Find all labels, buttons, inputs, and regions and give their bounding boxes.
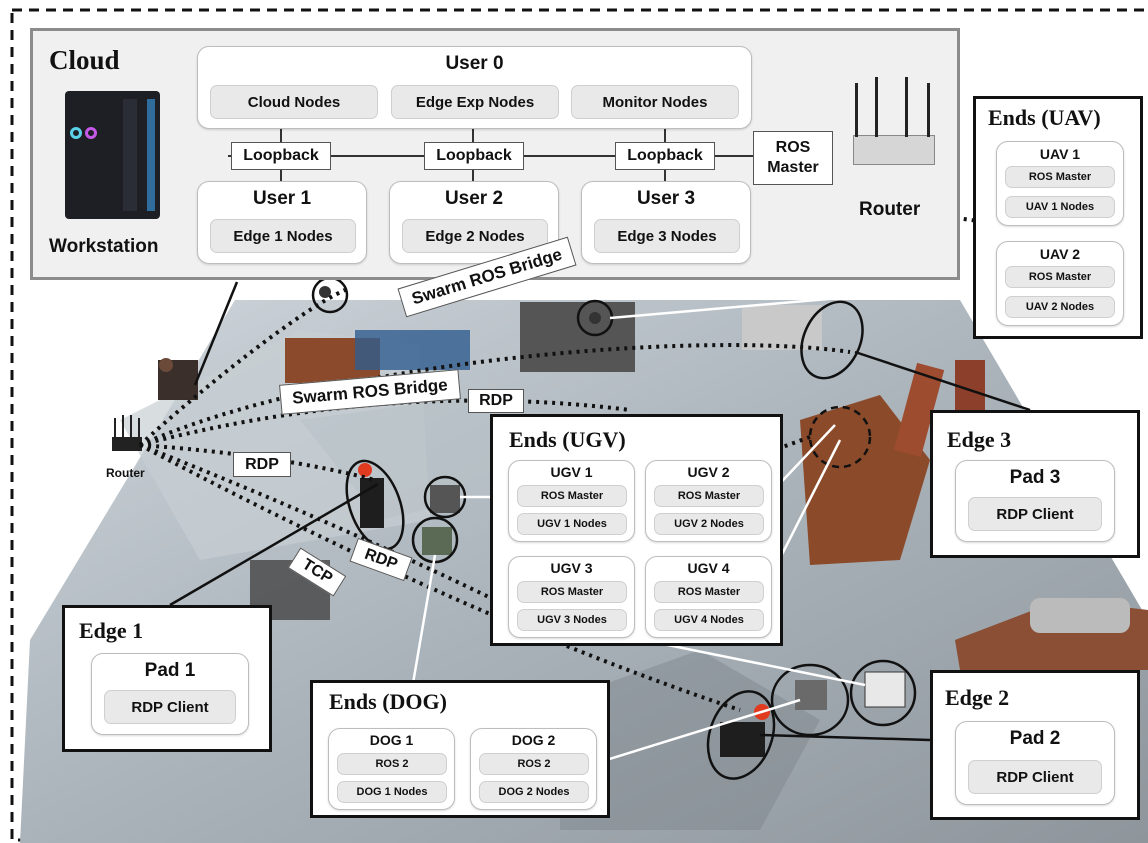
ugv-ends-panel: Ends (UGV) UGV 1 ROS Master UGV 1 Nodes … — [490, 414, 783, 646]
uav2-card: UAV 2 ROS Master UAV 2 Nodes — [996, 241, 1124, 326]
ugv4-nodes: UGV 4 Nodes — [654, 609, 764, 631]
pad3-rdp-client: RDP Client — [968, 497, 1102, 531]
pad1-title: Pad 1 — [92, 660, 248, 682]
edge3-title: Edge 3 — [947, 427, 1011, 453]
loopback-tag-3: Loopback — [615, 142, 715, 170]
edge3-nodes-pill: Edge 3 Nodes — [594, 219, 740, 253]
uav-ends-panel: Ends (UAV) UAV 1 ROS Master UAV 1 Nodes … — [973, 96, 1143, 339]
rdp-label-1: RDP — [468, 389, 524, 413]
ugv1-nodes: UGV 1 Nodes — [517, 513, 627, 535]
dog1-card: DOG 1 ROS 2 DOG 1 Nodes — [328, 728, 455, 810]
ugv1-ros-master: ROS Master — [517, 485, 627, 507]
dog-title: Ends (DOG) — [329, 689, 447, 715]
uav1-card: UAV 1 ROS Master UAV 1 Nodes — [996, 141, 1124, 226]
uav-title: Ends (UAV) — [988, 105, 1101, 131]
pad2-title: Pad 2 — [956, 728, 1114, 750]
dog2-title: DOG 2 — [471, 732, 596, 748]
pad1-rdp-client: RDP Client — [104, 690, 236, 724]
uav1-nodes: UAV 1 Nodes — [1005, 196, 1115, 218]
ugv1-title: UGV 1 — [509, 464, 634, 480]
user2-title: User 2 — [390, 188, 558, 210]
cloud-nodes-pill: Cloud Nodes — [210, 85, 378, 119]
cloud-router-label: Router — [859, 199, 920, 221]
dog2-nodes: DOG 2 Nodes — [479, 781, 589, 803]
edge2-nodes-pill: Edge 2 Nodes — [402, 219, 548, 253]
dog-ends-panel: Ends (DOG) DOG 1 ROS 2 DOG 1 Nodes DOG 2… — [310, 680, 610, 818]
ugv2-title: UGV 2 — [646, 464, 771, 480]
stone-blocks — [520, 302, 635, 372]
pad2-card: Pad 2 RDP Client — [955, 721, 1115, 805]
ugv3-title: UGV 3 — [509, 560, 634, 576]
ugv4-card: UGV 4 ROS Master UGV 4 Nodes — [645, 556, 772, 638]
cloud-panel: Cloud Workstation User 0 Cloud Nodes Edg… — [30, 28, 960, 280]
uav1-title: UAV 1 — [997, 146, 1123, 162]
edge1-panel: Edge 1 Pad 1 RDP Client — [62, 605, 272, 752]
dog2-card: DOG 2 ROS 2 DOG 2 Nodes — [470, 728, 597, 810]
ugv-robot — [430, 485, 460, 513]
ugv4-ros-master: ROS Master — [654, 581, 764, 603]
pad3-title: Pad 3 — [956, 467, 1114, 489]
dog2-ros2: ROS 2 — [479, 753, 589, 775]
pad1-card: Pad 1 RDP Client — [91, 653, 249, 735]
user0-title: User 0 — [198, 53, 751, 75]
ugv3-card: UGV 3 ROS Master UGV 3 Nodes — [508, 556, 635, 638]
ugv3-ros-master: ROS Master — [517, 581, 627, 603]
edge3-panel: Edge 3 Pad 3 RDP Client — [930, 410, 1140, 558]
loopback-tag-2: Loopback — [424, 142, 524, 170]
pad2-rdp-client: RDP Client — [968, 760, 1102, 794]
edge2-panel: Edge 2 Pad 2 RDP Client — [930, 670, 1140, 820]
cloud-router-icon — [845, 77, 940, 187]
ugv2-nodes: UGV 2 Nodes — [654, 513, 764, 535]
uav2-nodes: UAV 2 Nodes — [1005, 296, 1115, 318]
dog1-title: DOG 1 — [329, 732, 454, 748]
ugv2-card: UGV 2 ROS Master UGV 2 Nodes — [645, 460, 772, 542]
edge2-title: Edge 2 — [945, 685, 1009, 711]
edge1-nodes-pill: Edge 1 Nodes — [210, 219, 356, 253]
operator-helmet — [358, 463, 372, 477]
user1-card: User 1 Edge 1 Nodes — [197, 181, 367, 264]
rdp-label-2: RDP — [233, 452, 291, 477]
ugv-title: Ends (UGV) — [509, 427, 626, 453]
ugv4-title: UGV 4 — [646, 560, 771, 576]
monitor-nodes-pill: Monitor Nodes — [571, 85, 739, 119]
user3-card: User 3 Edge 3 Nodes — [581, 181, 751, 264]
dog1-ros2: ROS 2 — [337, 753, 447, 775]
ugv1-card: UGV 1 ROS Master UGV 1 Nodes — [508, 460, 635, 542]
user0-card: User 0 Cloud Nodes Edge Exp Nodes Monito… — [197, 46, 752, 129]
ugv2-ros-master: ROS Master — [654, 485, 764, 507]
loopback-tag-1: Loopback — [231, 142, 331, 170]
edge-exp-nodes-pill: Edge Exp Nodes — [391, 85, 559, 119]
uav2-title: UAV 2 — [997, 246, 1123, 262]
uav1-ros-master: ROS Master — [1005, 166, 1115, 188]
uav2-ros-master: ROS Master — [1005, 266, 1115, 288]
edge1-title: Edge 1 — [79, 618, 143, 644]
pad3-card: Pad 3 RDP Client — [955, 460, 1115, 542]
user1-title: User 1 — [198, 188, 366, 210]
dog1-nodes: DOG 1 Nodes — [337, 781, 447, 803]
ros-master-tag: ROS Master — [753, 131, 833, 185]
arena-router-label: Router — [106, 466, 145, 480]
user3-title: User 3 — [582, 188, 750, 210]
ugv3-nodes: UGV 3 Nodes — [517, 609, 627, 631]
